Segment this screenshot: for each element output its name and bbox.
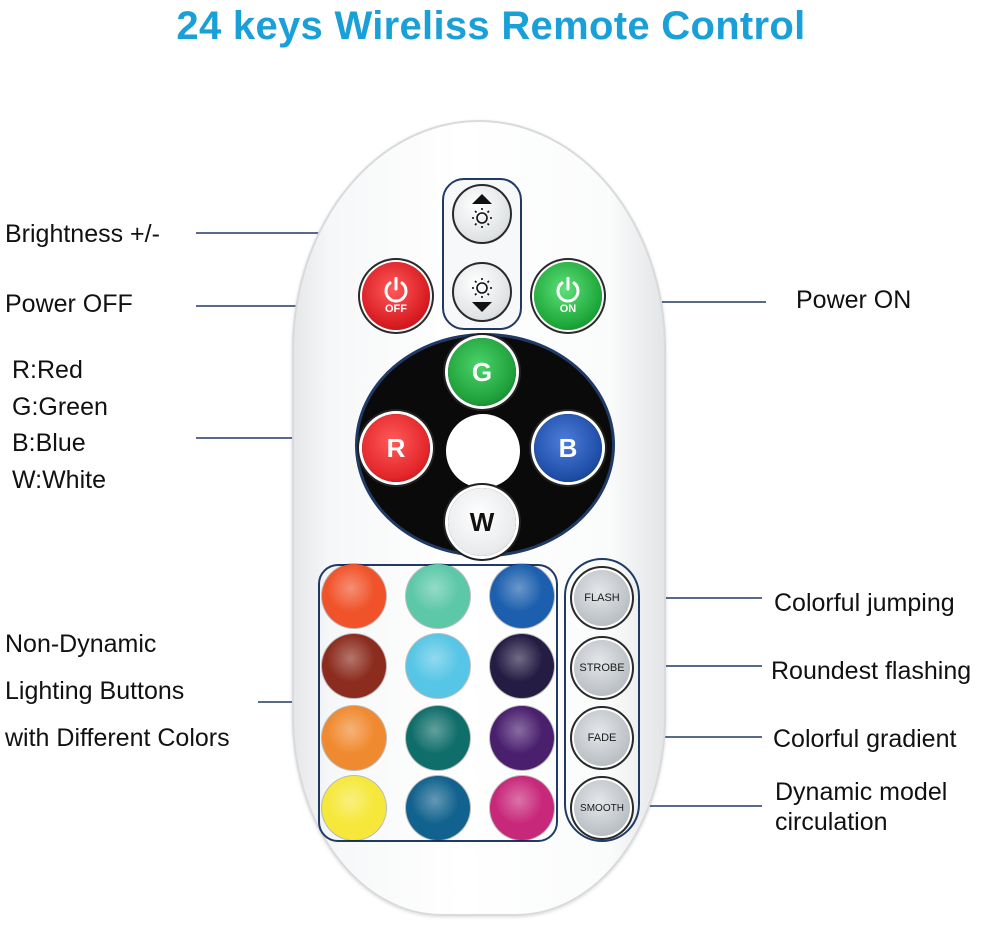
color-button-r4-c1[interactable]: [322, 776, 386, 840]
color-button-r3-c1[interactable]: [322, 706, 386, 770]
dynamic-mode-button-group: [564, 558, 640, 842]
power-off-text: OFF: [385, 303, 407, 315]
power-on-label: Power ON: [796, 286, 912, 314]
rgbw-label-blue: B:Blue: [12, 429, 86, 457]
brightness-down-icon: [472, 278, 492, 312]
flash-label: Colorful jumping: [774, 589, 955, 617]
color-button-r2-c2[interactable]: [406, 634, 470, 698]
color-button-r3-c3[interactable]: [490, 706, 554, 770]
power-off-label: Power OFF: [5, 290, 133, 318]
white-button[interactable]: W: [448, 488, 516, 556]
power-off-button[interactable]: OFF: [362, 262, 430, 330]
page-title: 24 keys Wireliss Remote Control: [176, 4, 806, 48]
smooth-button[interactable]: SMOOTH: [570, 776, 634, 840]
color-button-r3-c2[interactable]: [406, 706, 470, 770]
green-button[interactable]: G: [448, 338, 516, 406]
red-button[interactable]: R: [362, 414, 430, 482]
brightness-up-button[interactable]: [452, 184, 512, 244]
color-button-r1-c2[interactable]: [406, 564, 470, 628]
color-button-r2-c1[interactable]: [322, 634, 386, 698]
non-dynamic-label-line2: Lighting Buttons: [5, 677, 185, 705]
smooth-label-line2: circulation: [775, 808, 888, 836]
non-dynamic-label-line3: with Different Colors: [5, 724, 230, 752]
fade-label: Colorful gradient: [773, 725, 957, 753]
fade-button[interactable]: FADE: [570, 706, 634, 770]
power-on-button[interactable]: ON: [534, 262, 602, 330]
flash-button[interactable]: FLASH: [570, 566, 634, 630]
strobe-label: Roundest flashing: [771, 657, 972, 685]
power-icon: [556, 277, 580, 303]
smooth-label-line1: Dynamic model: [775, 778, 948, 806]
center-button[interactable]: [446, 414, 520, 488]
rgbw-label-red: R:Red: [12, 356, 83, 384]
strobe-button[interactable]: STROBE: [570, 636, 634, 700]
color-button-r2-c3[interactable]: [490, 634, 554, 698]
power-icon: [384, 277, 408, 303]
power-on-text: ON: [559, 303, 577, 315]
color-button-r1-c3[interactable]: [490, 564, 554, 628]
non-dynamic-label-line1: Non-Dynamic: [5, 630, 157, 658]
rgbw-label-white: W:White: [12, 466, 106, 494]
color-button-r4-c2[interactable]: [406, 776, 470, 840]
blue-button[interactable]: B: [534, 414, 602, 482]
color-button-r4-c3[interactable]: [490, 776, 554, 840]
color-button-r1-c1[interactable]: [322, 564, 386, 628]
rgbw-label-green: G:Green: [12, 393, 108, 421]
brightness-up-icon: [472, 194, 492, 228]
brightness-down-button[interactable]: [452, 262, 512, 322]
brightness-label: Brightness +/-: [5, 220, 160, 248]
